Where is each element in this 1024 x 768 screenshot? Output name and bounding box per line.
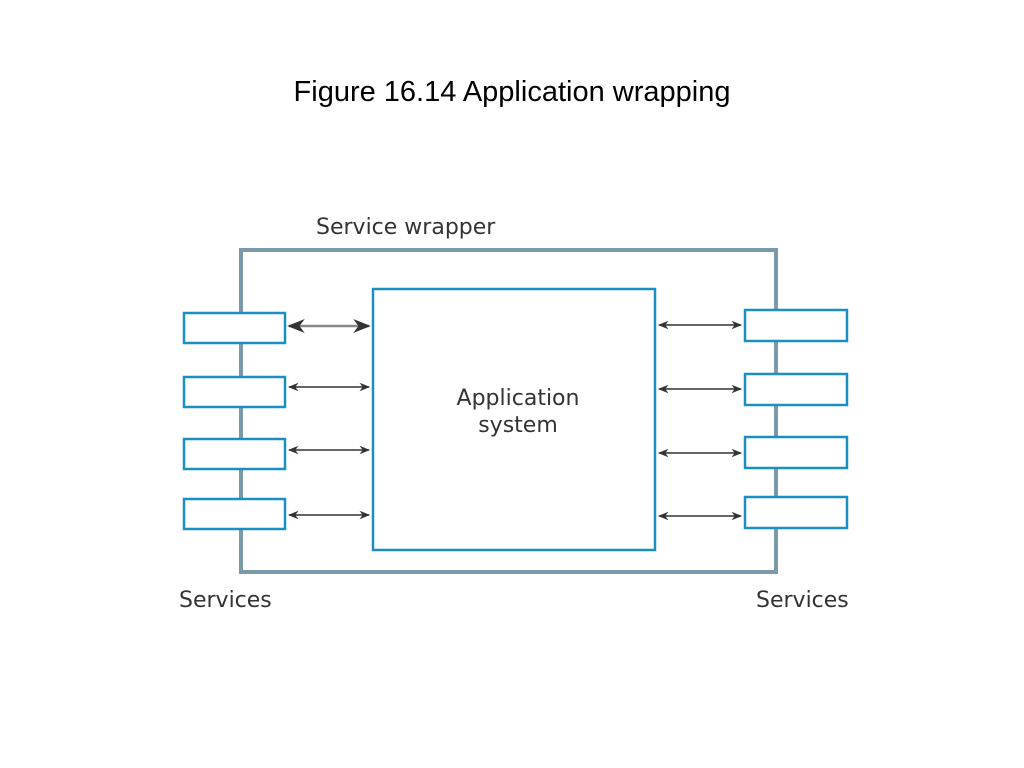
left-service-box <box>182 497 287 531</box>
right-service-box <box>743 435 849 470</box>
application-system-label-line2: system <box>478 413 558 438</box>
service-wrapper-box <box>239 248 778 574</box>
left-service-box <box>182 375 287 409</box>
left-services-label: Services <box>179 588 272 613</box>
right-service-box <box>743 308 849 343</box>
left-service-box <box>182 437 287 471</box>
right-service-box <box>743 372 849 407</box>
application-system-label-line1: Application <box>457 386 580 411</box>
right-service-box <box>743 495 849 530</box>
application-system-box <box>371 287 657 552</box>
service-wrapper-label: Service wrapper <box>316 215 496 240</box>
right-services-label: Services <box>756 588 849 613</box>
slide-title: Figure 16.14 Application wrapping <box>293 76 731 108</box>
left-service-box <box>182 311 287 345</box>
